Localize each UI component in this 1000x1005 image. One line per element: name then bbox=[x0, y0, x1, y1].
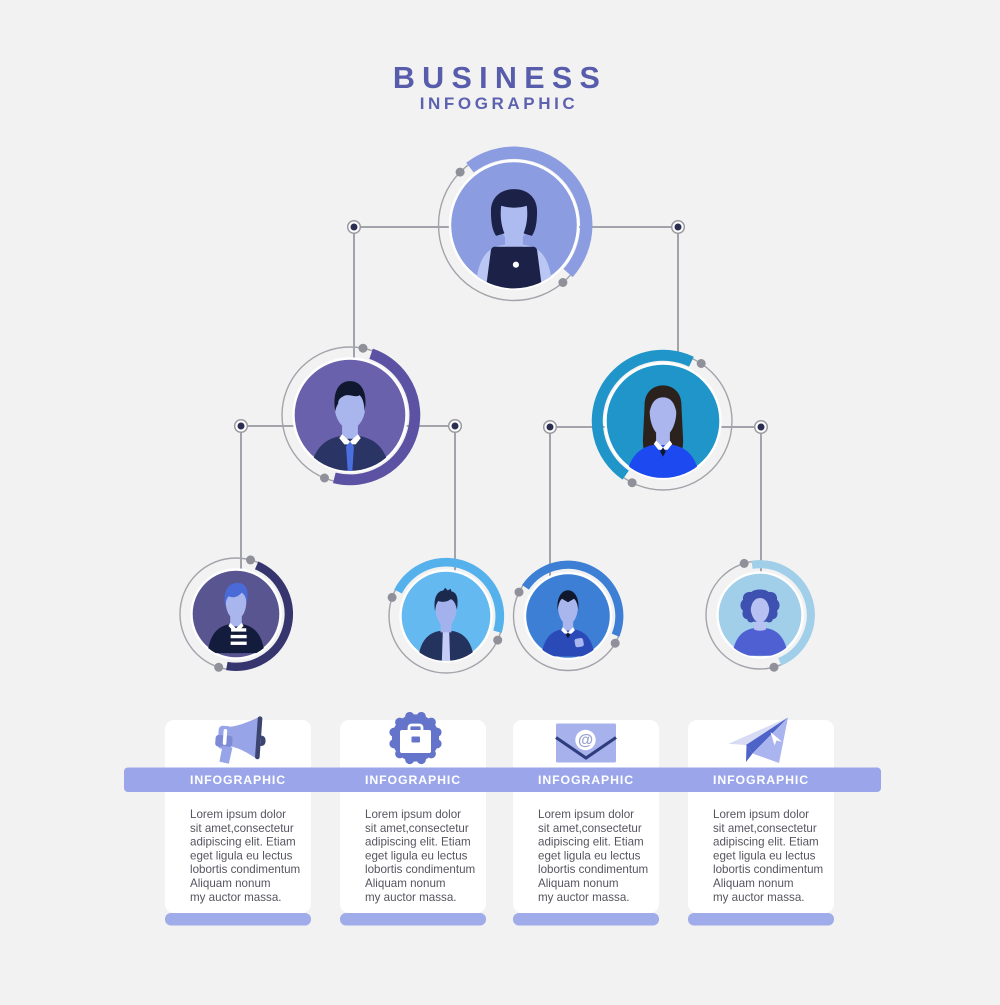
svg-text:BUSINESS: BUSINESS bbox=[393, 61, 607, 95]
svg-text:my auctor massa.: my auctor massa. bbox=[538, 891, 630, 904]
svg-text:eget ligula eu lectus: eget ligula eu lectus bbox=[190, 849, 293, 862]
svg-text:INFOGRAPHIC: INFOGRAPHIC bbox=[538, 773, 634, 787]
svg-text:INFOGRAPHIC: INFOGRAPHIC bbox=[713, 773, 809, 787]
svg-text:lobortis condimentum: lobortis condimentum bbox=[538, 863, 648, 876]
svg-text:eget ligula eu lectus: eget ligula eu lectus bbox=[713, 849, 816, 862]
svg-text:Aliquam nonum: Aliquam nonum bbox=[365, 877, 446, 890]
svg-text:INFOGRAPHIC: INFOGRAPHIC bbox=[420, 94, 579, 113]
svg-text:Lorem ipsum dolor: Lorem ipsum dolor bbox=[713, 808, 809, 821]
svg-text:eget ligula eu lectus: eget ligula eu lectus bbox=[538, 849, 641, 862]
svg-text:adipiscing elit. Etiam: adipiscing elit. Etiam bbox=[538, 836, 644, 849]
svg-text:sit amet,consectetur: sit amet,consectetur bbox=[538, 822, 642, 835]
svg-text:sit amet,consectetur: sit amet,consectetur bbox=[365, 822, 469, 835]
svg-text:sit amet,consectetur: sit amet,consectetur bbox=[713, 822, 817, 835]
svg-text:lobortis condimentum: lobortis condimentum bbox=[713, 863, 823, 876]
svg-text:Aliquam nonum: Aliquam nonum bbox=[538, 877, 619, 890]
svg-text:INFOGRAPHIC: INFOGRAPHIC bbox=[190, 773, 286, 787]
svg-text:Lorem ipsum dolor: Lorem ipsum dolor bbox=[365, 808, 461, 821]
svg-text:Aliquam nonum: Aliquam nonum bbox=[713, 877, 794, 890]
svg-text:eget ligula eu lectus: eget ligula eu lectus bbox=[365, 849, 468, 862]
svg-text:adipiscing elit. Etiam: adipiscing elit. Etiam bbox=[713, 836, 819, 849]
svg-text:@: @ bbox=[578, 732, 593, 749]
svg-text:lobortis condimentum: lobortis condimentum bbox=[190, 863, 300, 876]
svg-text:sit amet,consectetur: sit amet,consectetur bbox=[190, 822, 294, 835]
svg-text:adipiscing elit. Etiam: adipiscing elit. Etiam bbox=[190, 836, 296, 849]
svg-text:my auctor massa.: my auctor massa. bbox=[365, 891, 457, 904]
svg-text:lobortis condimentum: lobortis condimentum bbox=[365, 863, 475, 876]
svg-text:my auctor massa.: my auctor massa. bbox=[190, 891, 282, 904]
svg-text:Lorem ipsum dolor: Lorem ipsum dolor bbox=[538, 808, 634, 821]
svg-text:Aliquam nonum: Aliquam nonum bbox=[190, 877, 271, 890]
svg-text:INFOGRAPHIC: INFOGRAPHIC bbox=[365, 773, 461, 787]
svg-text:adipiscing elit. Etiam: adipiscing elit. Etiam bbox=[365, 836, 471, 849]
svg-text:my auctor massa.: my auctor massa. bbox=[713, 891, 805, 904]
svg-text:Lorem ipsum dolor: Lorem ipsum dolor bbox=[190, 808, 286, 821]
